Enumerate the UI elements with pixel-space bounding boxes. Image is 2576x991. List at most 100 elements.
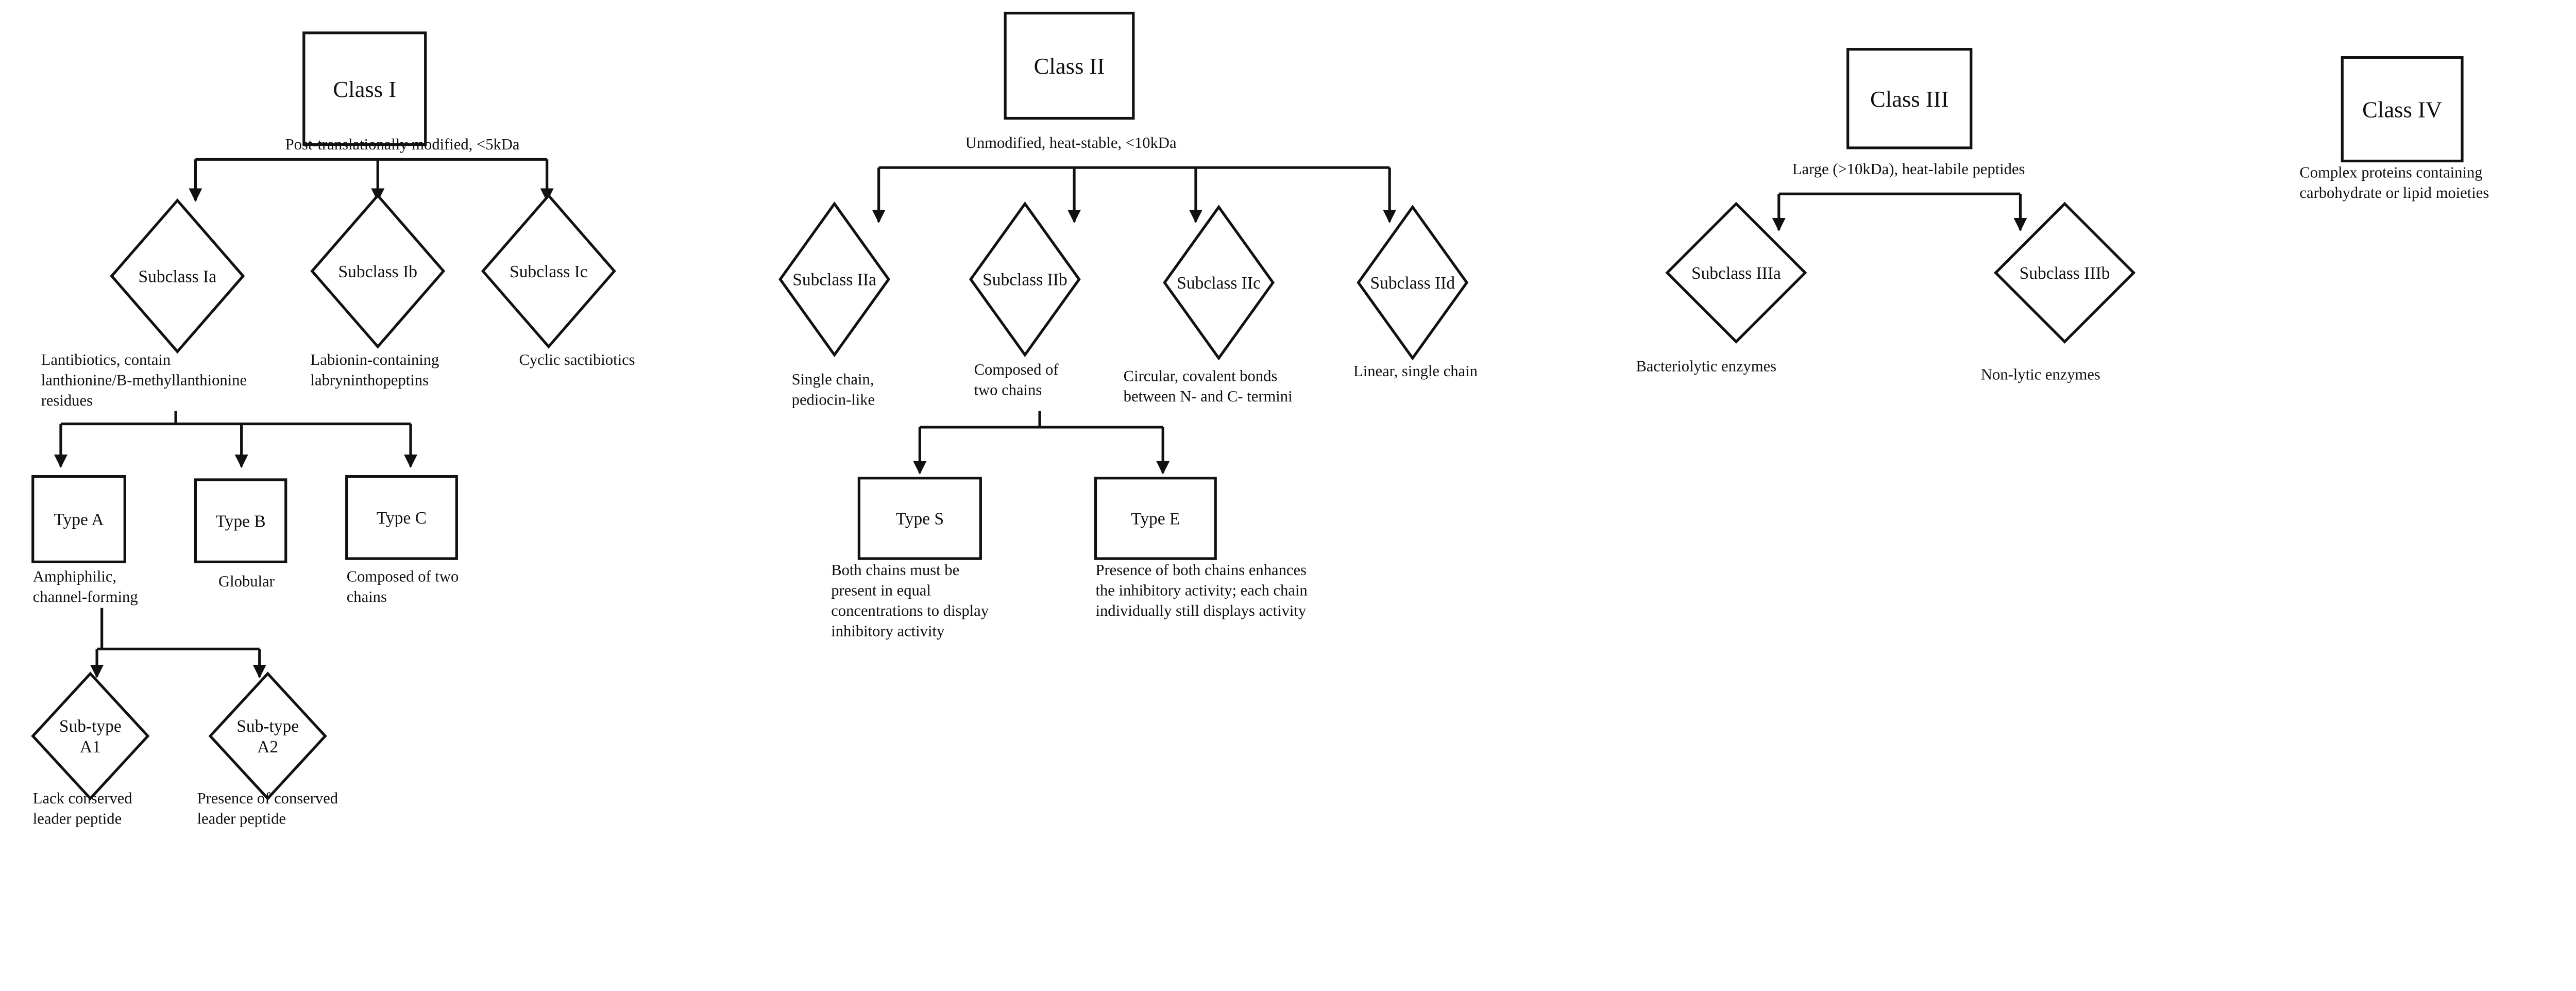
rectangle-shape xyxy=(1846,48,1973,149)
node-description: between N- and C- termini xyxy=(1124,388,1293,405)
node-label: Class I xyxy=(333,76,396,102)
node-label: Subclass IIc xyxy=(1177,274,1261,293)
node-description: the inhibitory activity; each chain xyxy=(1095,581,1307,599)
node-label: Subclass IIb xyxy=(982,271,1067,290)
node-label: Sub-type xyxy=(236,717,299,736)
node-description: Lantibiotics, contain xyxy=(41,351,171,368)
node-description: Circular, covalent bonds xyxy=(1124,367,1278,385)
diamond-shape xyxy=(31,671,150,801)
node-description: Composed of xyxy=(974,361,1059,378)
node-type-b: Type B Globular xyxy=(194,478,287,590)
node-description: leader peptide xyxy=(33,810,122,828)
node-label: Subclass IId xyxy=(1370,274,1455,293)
node-description: carbohydrate or lipid moieties xyxy=(2299,184,2489,201)
node-description: Linear, single chain xyxy=(1353,362,1478,380)
node-description: Amphiphilic, xyxy=(33,568,116,585)
node-label: Subclass Ia xyxy=(139,267,217,286)
node-description: leader peptide xyxy=(197,810,286,828)
diamond-shape xyxy=(778,201,890,358)
nodes: Class I Post-translationally modified, <5… xyxy=(31,11,2489,828)
node-description: concentrations to display xyxy=(831,602,989,619)
node-description: pediocin-like xyxy=(792,391,875,409)
node-description: Non-lytic enzymes xyxy=(1981,365,2100,383)
node-label: A2 xyxy=(257,737,278,757)
node-type-e: Type E Presence of both chains enhances th… xyxy=(1094,477,1308,619)
node-class4: Class IV Complex proteins containing carbo… xyxy=(2299,56,2489,201)
node-label: Type B xyxy=(215,512,265,531)
node-label: Type E xyxy=(1131,510,1180,529)
rectangle-shape xyxy=(1004,11,1135,120)
rectangle-shape xyxy=(31,475,126,563)
node-description: labryninthopeptins xyxy=(311,371,429,389)
node-label: A1 xyxy=(80,737,101,757)
node-description: Cyclic sactibiotics xyxy=(519,351,635,368)
diamond-shape xyxy=(1163,205,1275,361)
node-description: chains xyxy=(347,588,387,606)
node-sub-ia: Subclass Ia Lantibiotics, contain lanthion… xyxy=(41,198,247,409)
rectangle-shape xyxy=(1094,477,1217,560)
node-label: Subclass Ic xyxy=(510,262,588,281)
node-label: Type C xyxy=(377,509,427,528)
node-class3: Class III Large (>10kDa), heat-labile pep… xyxy=(1792,48,2025,178)
node-description: Post-translationally modified, <5kDa xyxy=(285,136,520,153)
node-type-c: Type C Composed of two chains xyxy=(345,475,459,606)
diamond-shape xyxy=(1357,205,1469,361)
node-description: Both chains must be xyxy=(831,561,959,579)
node-label: Type A xyxy=(54,510,104,529)
node-type-a: Type A Amphiphilic, channel-forming xyxy=(31,475,138,606)
node-description: channel-forming xyxy=(33,588,138,606)
node-class2: Class II Unmodified, heat-stable, <10kDa xyxy=(965,11,1177,152)
node-description: individually still displays activity xyxy=(1095,602,1306,619)
node-description: Presence of both chains enhances xyxy=(1095,561,1306,579)
node-description: Composed of two xyxy=(347,568,459,585)
diamond-shape xyxy=(110,198,245,354)
bacteriocin-classification-diagram: Class I Post-translationally modified, <5… xyxy=(31,11,2489,828)
node-class1: Class I Post-translationally modified, <5… xyxy=(285,31,520,153)
node-label: Subclass Ib xyxy=(338,262,417,281)
diamond-shape xyxy=(310,193,446,349)
rectangle-shape xyxy=(302,31,427,146)
node-sub-ib: Subclass Ib Labionin-containing labryninth… xyxy=(310,193,446,389)
node-description: Single chain, xyxy=(792,371,874,388)
diamond-shape xyxy=(969,201,1081,358)
rectangle-shape xyxy=(345,475,458,560)
node-label: Sub-type xyxy=(59,717,122,736)
node-description: Large (>10kDa), heat-labile peptides xyxy=(1792,160,2025,178)
node-description: Bacteriolytic enzymes xyxy=(1636,358,1776,375)
node-description: Unmodified, heat-stable, <10kDa xyxy=(965,134,1177,152)
node-description: Complex proteins containing xyxy=(2299,163,2482,181)
node-description: inhibitory activity xyxy=(831,622,945,640)
diamond-shape xyxy=(1665,201,1807,344)
node-description: present in equal xyxy=(831,581,931,599)
node-description: residues xyxy=(41,392,93,409)
node-description: Lack conserved xyxy=(33,790,132,807)
diamond-shape xyxy=(481,193,616,349)
node-label: Class IV xyxy=(2362,97,2442,123)
rectangle-shape xyxy=(2341,56,2464,163)
node-label: Class III xyxy=(1870,86,1948,112)
node-description: Presence of conserved xyxy=(197,790,338,807)
rectangle-shape xyxy=(194,478,287,563)
node-sub-ic: Subclass Ic Cyclic sactibiotics xyxy=(481,193,635,368)
rectangle-shape xyxy=(857,477,982,560)
node-label: Class II xyxy=(1034,53,1105,79)
node-label: Subclass IIa xyxy=(792,271,876,290)
node-description: two chains xyxy=(974,381,1042,398)
node-description: lanthionine/B-methyllanthionine xyxy=(41,371,247,389)
node-description: Globular xyxy=(218,573,275,590)
connectors xyxy=(54,158,2027,679)
node-description: Labionin-containing xyxy=(311,351,439,368)
diamond-shape xyxy=(1993,201,2136,344)
node-label: Subclass IIIb xyxy=(2020,264,2110,283)
diamond-shape xyxy=(208,671,327,801)
node-label: Subclass IIIa xyxy=(1691,264,1781,283)
